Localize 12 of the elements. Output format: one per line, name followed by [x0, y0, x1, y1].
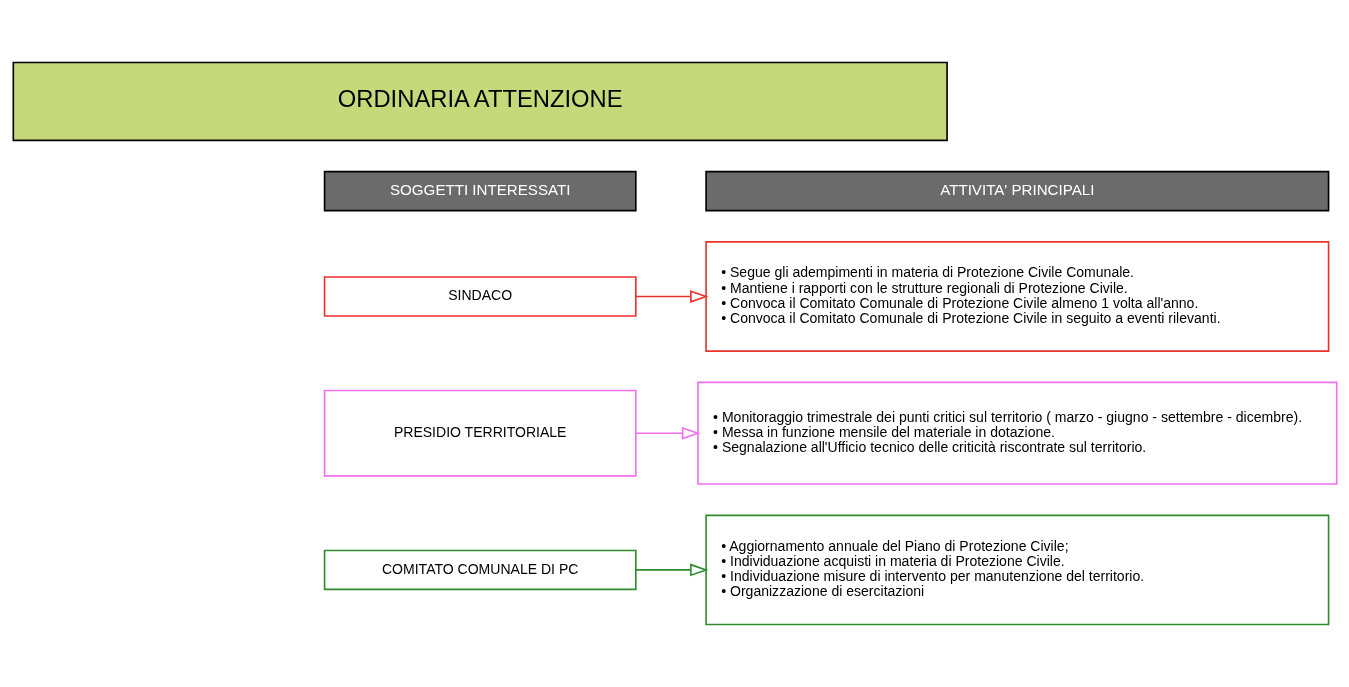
node-box: SINDACO — [323, 276, 637, 317]
node-box: SOGGETTI INTERESSATI — [323, 170, 637, 212]
arrow — [634, 290, 708, 303]
arrow — [634, 426, 700, 440]
node-box: COMITATO COMUNALE DI PC — [323, 549, 637, 591]
node-box: • Segue gli adempimenti in materia di Protezione Civile Comunale. • Mantiene i rapporti con le strutture regionali di Protezione Civile. • Convoca il Comitato Comunale di Protezione Civile almeno 1 volta all'anno. • Convoca il Comitato Comunale di Protezione Civile in seguito a eventi rilevanti. — [704, 241, 1329, 352]
node-box: ATTIVITA' PRINCIPALI — [704, 170, 1329, 212]
node-box: ORDINARIA ATTENZIONE — [12, 61, 948, 142]
node-box: • Monitoraggio trimestrale dei punti critici sul territorio ( marzo - giugno - settembre - dicembre). • Messa in funzione mensile del materiale in dotazione. • Segnalazione all'Ufficio tecnico delle criticità riscontrate sul territorio. — [696, 381, 1337, 485]
node-box: PRESIDIO TERRITORIALE — [323, 389, 637, 477]
node-box: • Aggiornamento annuale del Piano di Protezione Civile; • Individuazione acquisti in materia di Protezione Civile. • Individuazione misure di intervento per manutenzione del territorio. • Organizzazione di esercitazioni — [704, 514, 1329, 626]
arrow — [634, 563, 708, 577]
